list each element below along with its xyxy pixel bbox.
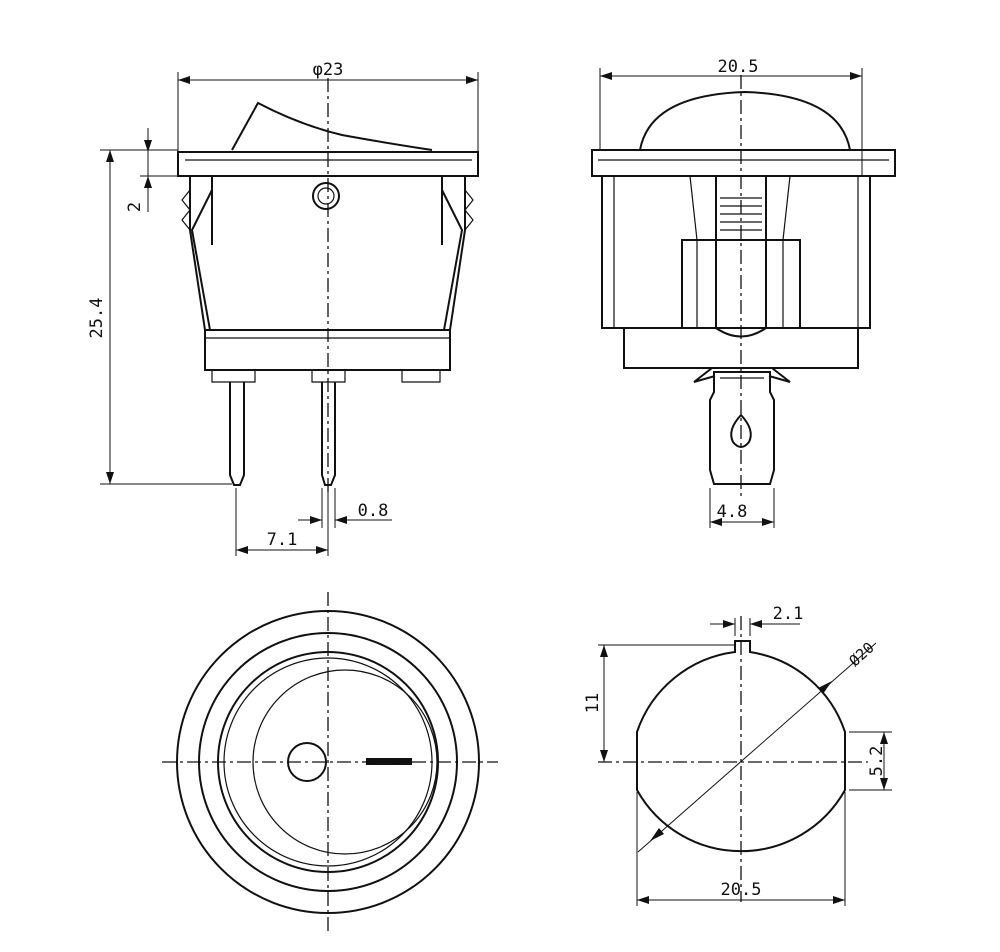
front-dome [639, 90, 851, 151]
dim-cutout-height: 11 [583, 693, 603, 713]
side-dimensions: φ23 25.4 2 7.1 0.8 [87, 60, 479, 556]
pin-hole [730, 413, 752, 448]
dim-front-pin-width: 4.8 [717, 502, 748, 522]
dim-front-width: 20.5 [718, 57, 759, 77]
lamp-circle [312, 182, 340, 210]
panel-cutout-view: Ø20 2.1 11 5.2 20.5 [583, 604, 892, 906]
side-pin-left [229, 382, 245, 486]
dim-side-pin-pitch: 7.1 [267, 530, 298, 550]
front-base [602, 327, 870, 369]
cutout-outline [636, 640, 846, 853]
front-view [591, 75, 896, 500]
dim-side-pin-thickness: 0.8 [358, 501, 389, 521]
rocker-top [231, 101, 433, 151]
dim-cutout-width: 20.5 [721, 880, 762, 900]
front-pin [709, 371, 775, 485]
side-bezel [177, 151, 479, 177]
dim-cutout-flat: 5.2 [867, 746, 887, 777]
front-dimensions: 20.5 4.8 [599, 57, 863, 528]
dim-side-height: 25.4 [87, 298, 107, 339]
top-view [162, 592, 498, 935]
front-bezel [591, 149, 896, 177]
side-view [177, 78, 479, 495]
dim-side-diameter: φ23 [313, 60, 344, 80]
front-body [601, 175, 871, 329]
dim-cutout-tab: 2.1 [773, 604, 804, 624]
dim-side-rocker: 2 [125, 202, 145, 212]
